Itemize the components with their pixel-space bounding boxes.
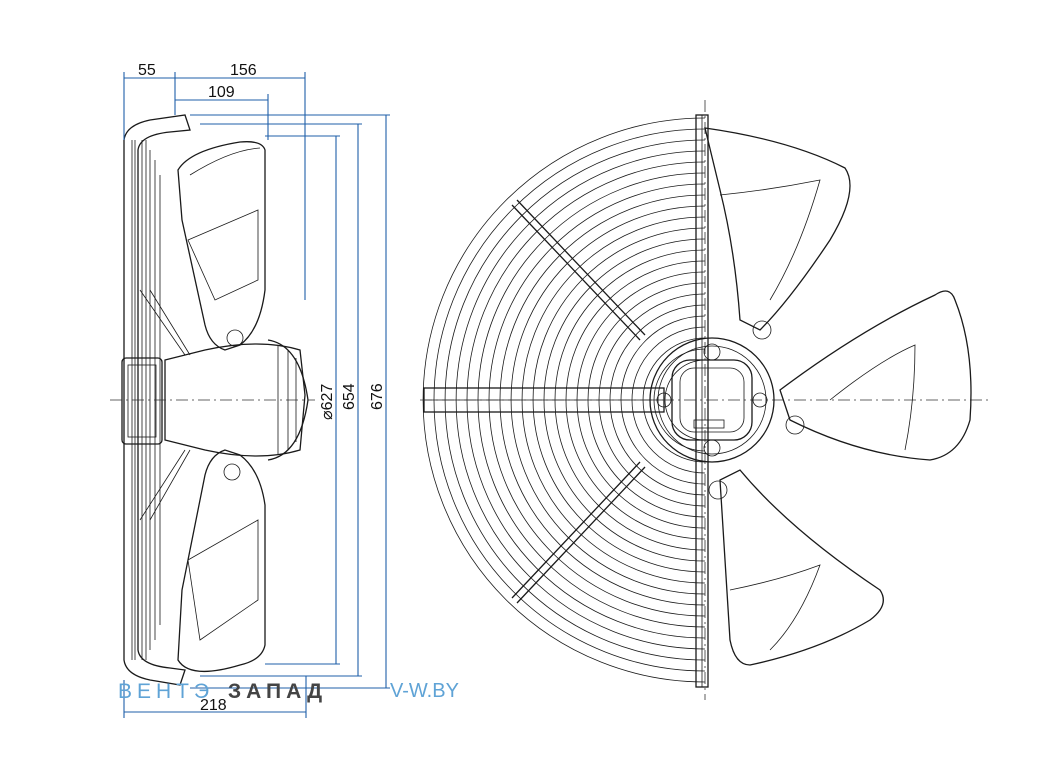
dim-627-label: ⌀627	[319, 384, 336, 420]
dim-676-label: 676	[369, 383, 386, 410]
dim-109-label: 109	[208, 84, 235, 101]
dim-55-label: 55	[138, 62, 156, 79]
side-view	[110, 114, 315, 686]
watermark-url: V-W.BY	[390, 680, 459, 702]
motor-nameplate-icon	[693, 419, 725, 429]
front-view	[420, 100, 990, 700]
dim-156-label: 156	[230, 62, 257, 79]
watermark-brand-part1: ВЕНТЭ	[118, 680, 215, 703]
dimension-lines	[123, 72, 390, 718]
watermark-brand-part2: ЗАПАД	[228, 680, 328, 703]
dim-654-label: 654	[341, 383, 358, 410]
dim-218-label: 218	[200, 697, 227, 714]
